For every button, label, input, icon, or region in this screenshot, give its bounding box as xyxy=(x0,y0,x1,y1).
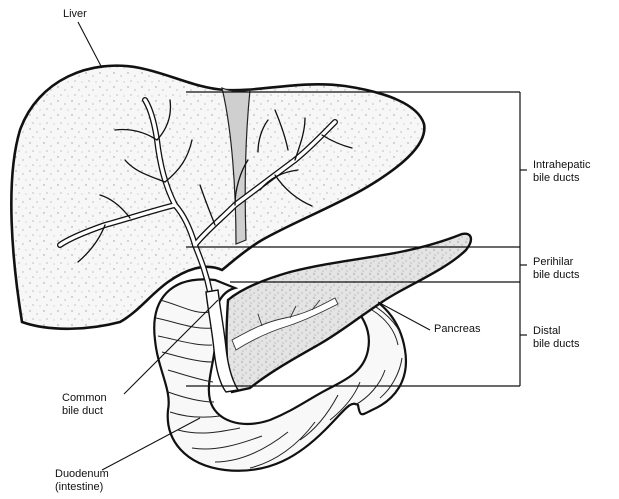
label-perihilar-line2: bile ducts xyxy=(533,269,580,281)
leader-lines xyxy=(77,21,431,471)
label-perihilar-line1: Perihilar xyxy=(533,256,574,268)
label-distal-line2: bile ducts xyxy=(533,338,580,350)
label-common-bile-duct: Common bile duct xyxy=(62,392,107,418)
pancreatic-duct xyxy=(231,297,339,351)
label-distal-bile-ducts: Distal bile ducts xyxy=(533,325,579,351)
label-pancreas: Pancreas xyxy=(434,323,481,335)
label-common-bile-duct-line2: bile duct xyxy=(62,405,103,417)
region-brackets xyxy=(186,91,527,387)
duodenum xyxy=(153,278,408,472)
common-bile-duct xyxy=(205,289,240,393)
label-distal-line1: Distal xyxy=(533,325,561,337)
label-intrahepatic-bile-ducts: Intrahepatic bile ducts xyxy=(533,159,590,185)
label-intrahepatic-line2: bile ducts xyxy=(533,172,580,184)
label-intrahepatic-line1: Intrahepatic xyxy=(533,159,591,171)
label-common-bile-duct-line1: Common xyxy=(62,392,107,404)
intrahepatic-duct-tree xyxy=(57,97,353,295)
label-duodenum-line1: Duodenum xyxy=(55,468,109,480)
label-perihilar-bile-ducts: Perihilar bile ducts xyxy=(533,256,579,282)
pancreas xyxy=(225,232,473,394)
liver xyxy=(10,64,426,331)
label-duodenum-line2: (intestine) xyxy=(55,481,104,493)
label-liver: Liver xyxy=(63,8,87,20)
label-duodenum: Duodenum (intestine) xyxy=(55,468,109,494)
